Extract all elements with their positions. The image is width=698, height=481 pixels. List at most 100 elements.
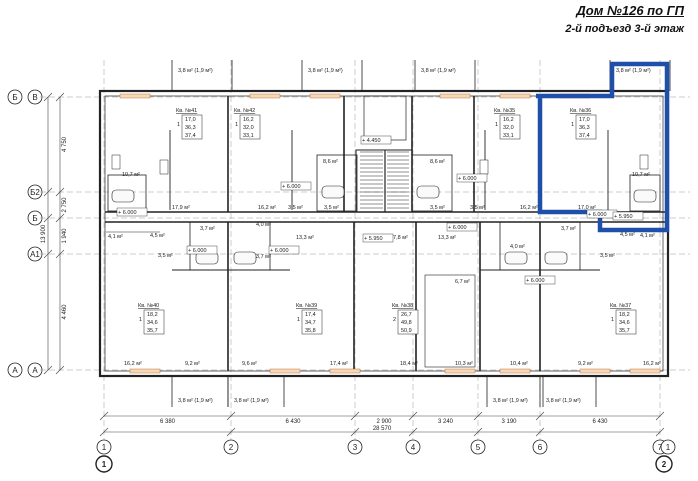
apartment-number: Кв. №41: [176, 108, 197, 114]
room-area-label: 4,0 м²: [510, 244, 525, 250]
balcony-frame: [486, 376, 544, 407]
bottom-total-dim-tick: [473, 427, 483, 437]
apartment-rooms: 1: [297, 317, 300, 323]
col-axis-label-extra: 1: [666, 443, 671, 452]
room-area-label: 17,0 м²: [578, 205, 596, 211]
bottom-dim-value: 6 430: [285, 419, 301, 425]
room-area-label: 10,7 м²: [122, 172, 140, 178]
kitchen-unit: [111, 154, 121, 170]
kitchen-unit: [639, 154, 649, 170]
block-axis-label: 2: [662, 460, 667, 469]
apartment-total-area: 36,3: [579, 125, 590, 131]
bottom-dim-value: 3 240: [438, 419, 454, 425]
kitchen-unit: [479, 159, 489, 175]
apartment-living-area: 16,2: [503, 117, 514, 123]
row-axis-label-secondary: Б: [12, 93, 17, 102]
row-axis-label-secondary: А: [12, 366, 18, 375]
bottom-dim-value: 6 430: [592, 419, 608, 425]
bathtub: [321, 185, 345, 199]
room-area-label: 3,5 м²: [324, 205, 339, 211]
level-mark: + 6.000: [458, 176, 477, 182]
bottom-dim-value: 2 900: [376, 419, 392, 425]
bathtub: [111, 189, 135, 203]
row-axis-circle-secondary: [7, 89, 23, 105]
room-area-label: 17,4 м²: [330, 361, 348, 367]
room-area-label: 3,7 м²: [256, 254, 271, 260]
apartment-total-area: 49,8: [401, 320, 412, 326]
level-mark-box: [446, 222, 478, 232]
balcony-area-bottom: 3,8 м² (1,9 м²): [178, 398, 213, 404]
level-mark-box: [360, 135, 392, 145]
apartment-living-area: 17,4: [305, 312, 316, 318]
balcony-area-top: 3,8 м² (1,9 м²): [178, 68, 213, 74]
apartment-total-area: 32,0: [243, 125, 254, 131]
window: [119, 93, 151, 99]
window: [444, 368, 476, 374]
balcony-frame: [301, 60, 363, 91]
level-mark-box: [524, 275, 556, 285]
bathtub: [544, 251, 568, 265]
apartment-area-box: [143, 309, 165, 335]
apartment-gross-area: 33,1: [243, 133, 254, 139]
left-total-dim-tick: [43, 249, 53, 259]
apartment-living-area: 26,7: [401, 312, 412, 318]
level-mark: + 6.000: [270, 248, 289, 254]
bottom-total-dim-tick: [226, 427, 236, 437]
balcony-frame: [539, 376, 597, 407]
window: [499, 93, 531, 99]
apartment-living-area: 18,2: [147, 312, 158, 318]
row-axis-label: А1: [30, 250, 40, 259]
apartment-living-area: 18,2: [619, 312, 630, 318]
apartment-total-area: 36,3: [185, 125, 196, 131]
room-area-label: 13,3 м²: [438, 235, 456, 241]
apartment-gross-area: 35,7: [619, 328, 630, 334]
apartment-living-area: 16,2: [243, 117, 254, 123]
apartment-gross-area: 50,9: [401, 328, 412, 334]
left-dim-value: 1 940: [62, 228, 68, 244]
bathtub: [416, 185, 440, 199]
room-area-label: 4,1 м²: [108, 234, 123, 240]
left-total-dim-tick: [43, 365, 53, 375]
plan-title: Дом №126 по ГП: [576, 3, 684, 18]
room-area-label: 17,9 м²: [172, 205, 190, 211]
room-area-label: 16,2 м²: [520, 205, 538, 211]
room-area-label: 4,5 м²: [620, 232, 635, 238]
left-dim-tick: [55, 213, 65, 223]
block-axis-circle: [655, 455, 673, 473]
apartment-number: Кв. №40: [138, 303, 159, 309]
apartment-area-box: [575, 114, 597, 140]
left-dim-tick: [55, 92, 65, 102]
apartment-gross-area: 37,4: [185, 133, 196, 139]
window: [499, 368, 531, 374]
left-total-dim-tick: [43, 187, 53, 197]
apartment-number: Кв. №37: [610, 303, 631, 309]
apartment-gross-area: 35,7: [147, 328, 158, 334]
balcony-area-top: 3,8 м² (1,9 м²): [421, 68, 456, 74]
apartment-gross-area: 37,4: [579, 133, 590, 139]
balcony-frame: [227, 376, 285, 407]
level-mark: + 5.950: [364, 236, 383, 242]
room-area-label: 18,4 м²: [400, 361, 418, 367]
level-mark-box: [186, 245, 218, 255]
bottom-total-dim-tick: [350, 427, 360, 437]
block-axis-circle: [95, 455, 113, 473]
wall-box: [98, 89, 670, 378]
window: [249, 93, 281, 99]
apartment-rooms: 1: [139, 317, 142, 323]
apartment-living-area: 17,0: [185, 117, 196, 123]
apartment-36-highlight: [536, 61, 670, 233]
bottom-dim-tick: [350, 411, 360, 421]
wall-box: [424, 274, 476, 368]
apartment-total-area: 34,6: [619, 320, 630, 326]
apartment-number: Кв. №42: [234, 108, 255, 114]
elevator-shaft: [363, 95, 407, 141]
stairwell: [360, 95, 409, 212]
left-total-dim-tick: [43, 213, 53, 223]
room-area-label: 3,5 м²: [288, 205, 303, 211]
room-area-label: 3,5 м²: [430, 205, 445, 211]
level-mark: + 6.000: [188, 248, 207, 254]
